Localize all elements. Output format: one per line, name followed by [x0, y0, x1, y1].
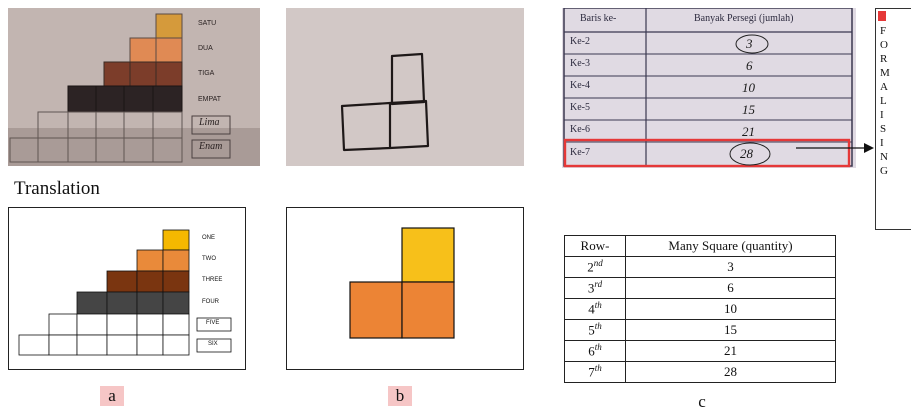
label-two: TWO	[202, 256, 216, 262]
row-value: 15	[625, 319, 836, 341]
photo-table-header-count: Banyak Persegi (jumlah)	[694, 13, 794, 24]
table-row: 6th 21	[564, 340, 836, 362]
row-number: 5	[588, 322, 595, 338]
row-number: 2	[587, 259, 594, 275]
row-value: 28	[625, 361, 836, 383]
photo-row-label-3: Ke-4	[570, 80, 590, 91]
photo-label-enam: Enam	[199, 141, 223, 152]
hand-drawn-squares-graphic	[286, 8, 524, 166]
side-letter: N	[880, 151, 888, 163]
l-shape-diagram	[349, 227, 455, 339]
side-letter: G	[880, 165, 888, 177]
formalising-column: F O R M A L I S I N G	[875, 8, 911, 230]
table-row: 2nd 3	[564, 256, 836, 278]
photo-row-value-1: 3	[746, 36, 753, 51]
photo-label-dua: DUA	[198, 45, 213, 52]
caption-a: a	[100, 386, 124, 406]
table-row: 4th 10	[564, 298, 836, 320]
side-letter: L	[880, 95, 887, 107]
side-letter: S	[880, 123, 887, 135]
row-value: 3	[625, 256, 836, 278]
photo-row-value-4: 15	[742, 102, 755, 117]
row-ordinal: 6th	[564, 340, 626, 362]
staircase-diagram	[18, 229, 232, 356]
caption-c: c	[698, 392, 706, 411]
photo-row-value-5: 21	[742, 124, 755, 139]
row-number: 6	[588, 343, 595, 359]
row-number: 7	[588, 364, 595, 380]
photo-row-label-4: Ke-5	[570, 102, 590, 113]
panel-a-photo-graphic	[8, 8, 260, 166]
panel-c-photo: Baris ke- Banyak Persegi (jumlah) Ke-2 K…	[562, 8, 856, 168]
row-suffix: th	[594, 321, 602, 332]
label-five: FIVE	[206, 320, 220, 326]
red-marker	[878, 11, 886, 21]
panel-b-photo	[286, 8, 524, 166]
photo-label-satu: SATU	[198, 20, 217, 27]
row-value: 10	[625, 298, 836, 320]
side-letter: F	[880, 25, 887, 37]
panel-a-photo: SATU DUA TIGA EMPAT Lima Enam	[8, 8, 260, 166]
arrow-icon	[796, 143, 874, 153]
row-suffix: th	[594, 363, 602, 374]
row-ordinal: 5th	[564, 319, 626, 341]
row-suffix: nd	[593, 258, 603, 269]
caption-b: b	[388, 386, 412, 406]
row-suffix: th	[594, 300, 602, 311]
row-suffix: rd	[594, 279, 603, 290]
photo-label-tiga: TIGA	[198, 70, 215, 77]
photo-row-value-3: 10	[742, 80, 755, 95]
label-six: SIX	[208, 341, 218, 347]
photo-table-grid	[562, 8, 856, 168]
row-ordinal: 2nd	[564, 256, 626, 278]
label-one: ONE	[202, 235, 216, 241]
table-header-row: Row- Many Square (quantity)	[564, 235, 836, 257]
table-row: 7th 28	[564, 361, 836, 383]
header-quantity: Many Square (quantity)	[625, 235, 836, 257]
row-number: 4	[588, 301, 595, 317]
photo-row-label-2: Ke-3	[570, 58, 590, 69]
photo-label-lima: Lima	[199, 117, 220, 128]
side-letter: I	[880, 137, 884, 149]
side-letter: I	[880, 109, 884, 121]
label-four: FOUR	[202, 299, 219, 305]
photo-row-label-1: Ke-2	[570, 36, 590, 47]
table-row: 3rd 6	[564, 277, 836, 299]
photo-label-empat: EMPAT	[198, 96, 222, 103]
row-ordinal: 7th	[564, 361, 626, 383]
row-ordinal: 3rd	[564, 277, 626, 299]
side-letter: A	[880, 81, 888, 93]
translated-table: Row- Many Square (quantity) 2nd 3 3rd 6 …	[564, 235, 836, 383]
side-letter: R	[880, 53, 888, 65]
photo-row-value-2: 6	[746, 58, 753, 73]
photo-table-header-row: Baris ke-	[580, 13, 617, 24]
label-three: THREE	[202, 277, 223, 283]
side-letter: O	[880, 39, 888, 51]
side-letter: M	[880, 67, 890, 79]
row-value: 21	[625, 340, 836, 362]
row-value: 6	[625, 277, 836, 299]
translation-heading: Translation	[14, 178, 100, 199]
table-row: 5th 15	[564, 319, 836, 341]
panel-a-translation: ONE TWO THREE FOUR FIVE SIX	[8, 207, 246, 370]
row-number: 3	[587, 280, 595, 296]
panel-b-translation	[286, 207, 524, 370]
photo-row-label-6: Ke-7	[570, 147, 590, 158]
row-suffix: th	[594, 342, 602, 353]
photo-row-value-6: 28	[740, 146, 753, 161]
row-ordinal: 4th	[564, 298, 626, 320]
photo-row-label-5: Ke-6	[570, 124, 590, 135]
header-row: Row-	[564, 235, 626, 257]
